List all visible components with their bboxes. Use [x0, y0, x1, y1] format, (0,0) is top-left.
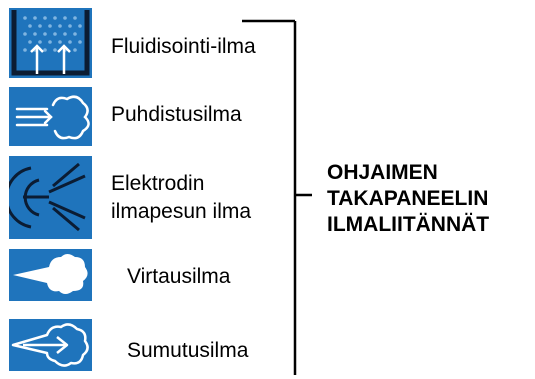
- group-title-line2: TAKAPANEELIN: [327, 187, 489, 210]
- electrode-wash-air-label-line1: Elektrodin: [111, 172, 205, 195]
- group-title-line3: ILMALIITÄNNÄT: [327, 213, 490, 236]
- electrode-wash-air-icon: [9, 156, 92, 239]
- atomizing-air-label: Sumutusilma: [127, 339, 249, 362]
- flow-air-icon: [9, 249, 92, 301]
- atomizing-air-icon: [9, 319, 92, 371]
- group-title-line1: OHJAIMEN: [327, 161, 438, 184]
- purge-air-icon: [9, 87, 92, 146]
- group-title: OHJAIMEN TAKAPANEELIN ILMALIITÄNNÄT: [327, 160, 489, 238]
- purge-air-label: Puhdistusilma: [111, 103, 242, 126]
- fluidizing-air-label: Fluidisointi-ilma: [111, 35, 256, 58]
- fluidizing-air-icon: [9, 8, 92, 78]
- flow-air-label: Virtausilma: [127, 265, 231, 288]
- electrode-wash-air-label-line2: ilmapesun ilma: [111, 200, 252, 223]
